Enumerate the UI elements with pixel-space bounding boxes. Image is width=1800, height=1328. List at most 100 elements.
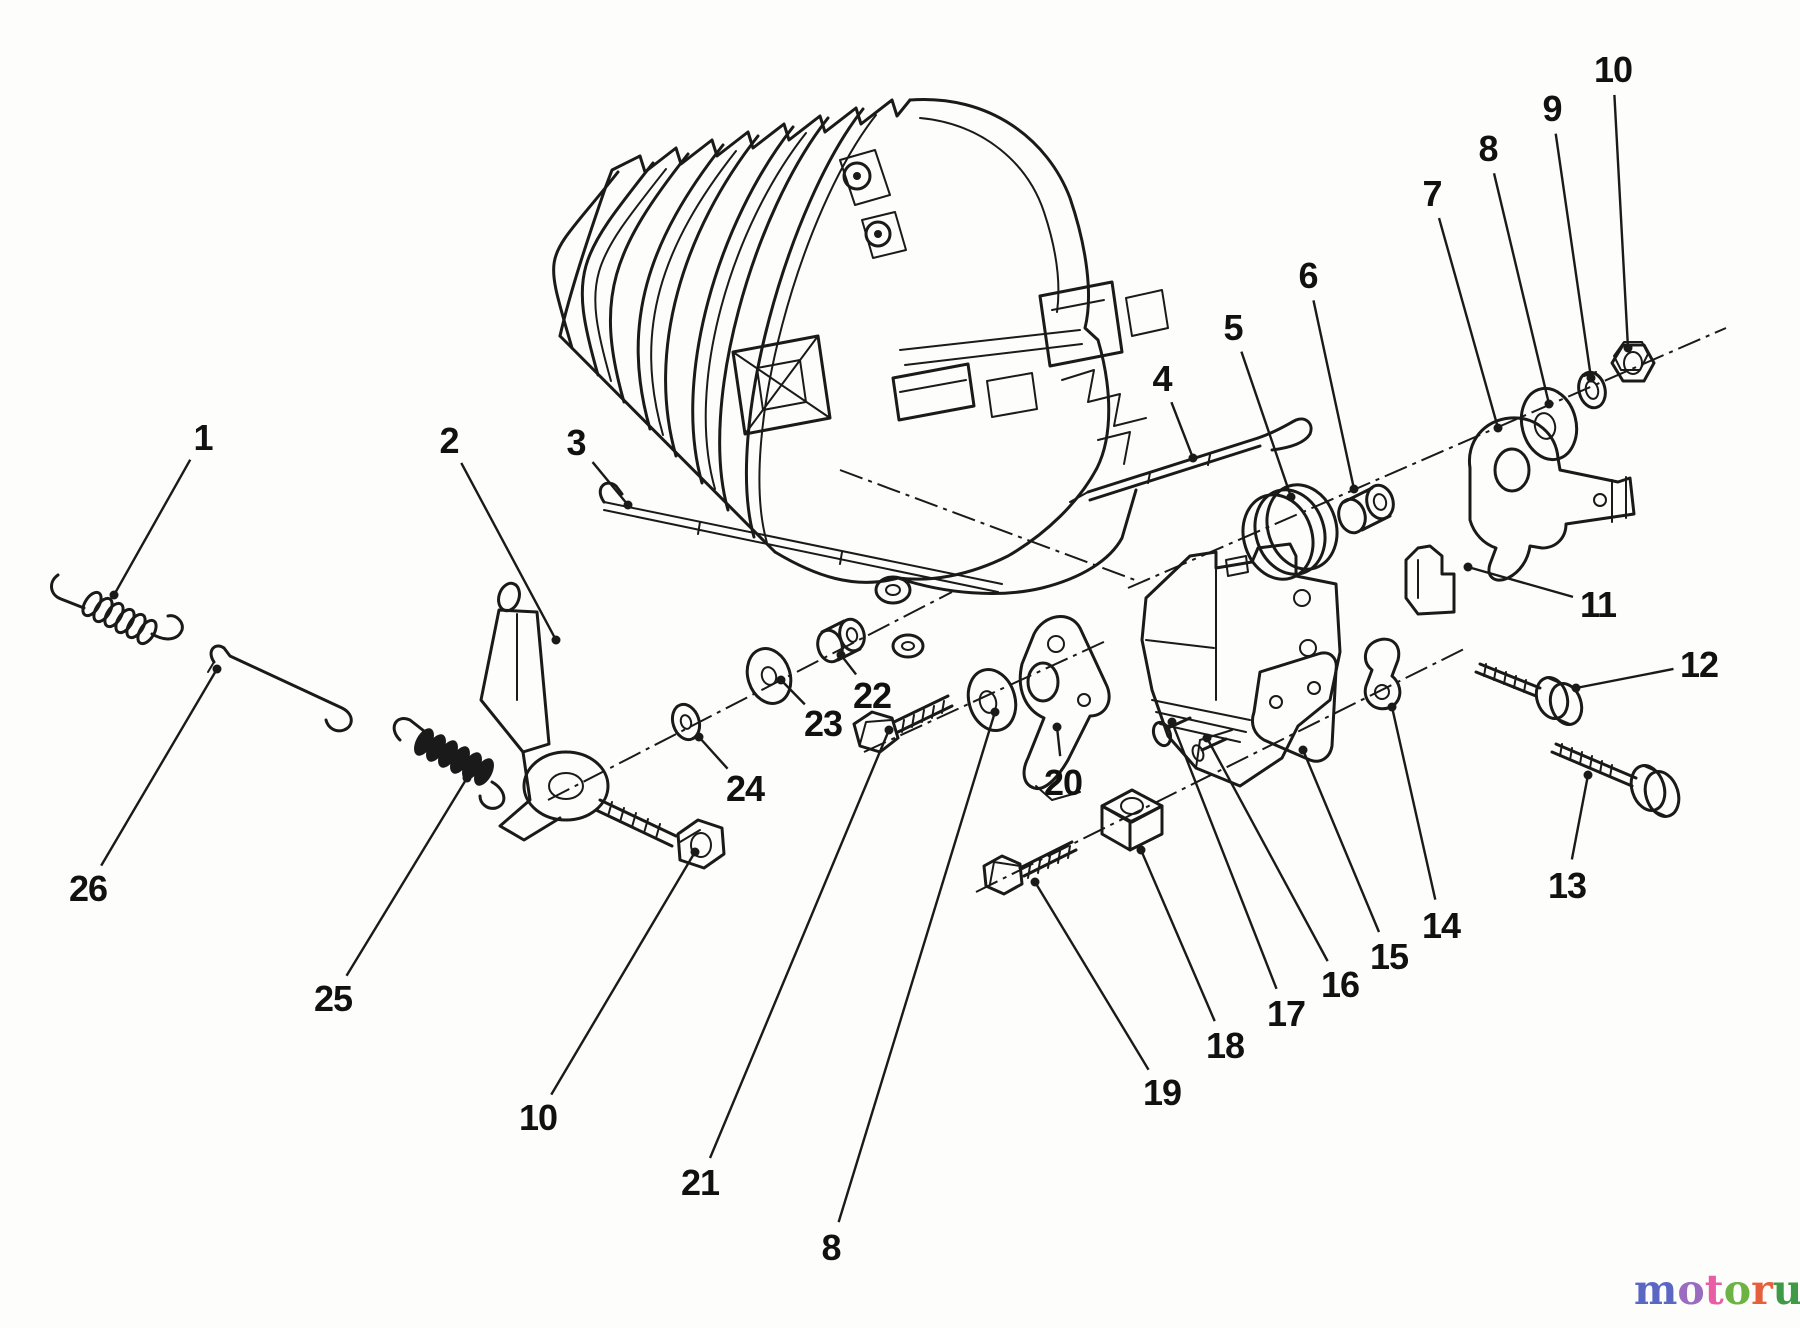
part-label-3: 3 bbox=[566, 422, 585, 463]
leader-dot-15 bbox=[1298, 745, 1308, 755]
leader-line-8 bbox=[1492, 173, 1551, 405]
part-bellcrank-20 bbox=[1018, 615, 1111, 801]
engine-block bbox=[552, 97, 1169, 659]
part-label-24: 24 bbox=[726, 768, 765, 809]
leader-dot-5 bbox=[1286, 492, 1296, 502]
leader-line-10 bbox=[1613, 94, 1630, 349]
leader-dot-13 bbox=[1583, 770, 1593, 780]
leader-line-21 bbox=[708, 729, 891, 1159]
part-bolt-13 bbox=[1550, 742, 1681, 818]
part-plate-15 bbox=[1151, 651, 1338, 763]
watermark-letter: r bbox=[1751, 1266, 1773, 1314]
leader-dot-19 bbox=[1030, 877, 1040, 887]
engine-shroud bbox=[896, 97, 1138, 595]
part-label-19: 19 bbox=[1143, 1072, 1181, 1113]
leader-line-3 bbox=[591, 461, 629, 506]
leader-line-14 bbox=[1390, 706, 1437, 900]
leader-line-6 bbox=[1312, 300, 1356, 490]
head-bolt-bosses bbox=[839, 149, 907, 259]
watermark-letter: t bbox=[1704, 1266, 1724, 1314]
part-label-10: 10 bbox=[1594, 49, 1632, 90]
part-square-nut-18 bbox=[1100, 788, 1164, 852]
part-bracket-7 bbox=[1467, 416, 1636, 582]
part-extension-spring-1 bbox=[50, 573, 184, 646]
leader-dot-24 bbox=[694, 732, 704, 742]
leader-line-25 bbox=[345, 777, 469, 977]
leader-dot-12 bbox=[1571, 683, 1581, 693]
leader-dot-10b bbox=[690, 847, 700, 857]
leader-dot-25 bbox=[462, 773, 472, 783]
governor-bracket bbox=[1140, 542, 1342, 788]
watermark-brand-text: motoruf bbox=[1634, 1266, 1800, 1314]
part-bushing-6 bbox=[1337, 483, 1395, 535]
part-screw-16 bbox=[1191, 737, 1228, 762]
leader-dot-18 bbox=[1136, 845, 1146, 855]
part-label-25: 25 bbox=[314, 978, 353, 1019]
carburetor-flange bbox=[731, 334, 832, 436]
leader-line-2 bbox=[460, 462, 558, 641]
part-lock-nut-10b bbox=[676, 818, 726, 870]
leader-dot-14 bbox=[1387, 702, 1397, 712]
part-bracket-11 bbox=[1404, 544, 1456, 616]
part-extension-spring-25 bbox=[392, 717, 506, 810]
leader-line-13 bbox=[1570, 774, 1590, 860]
leader-line-4 bbox=[1170, 401, 1195, 459]
part-label-10b: 10 bbox=[519, 1097, 557, 1138]
axis-centerlines bbox=[547, 327, 1727, 893]
leader-dot-7 bbox=[1493, 423, 1503, 433]
leader-line-1 bbox=[112, 459, 192, 596]
part-washer-23 bbox=[745, 647, 793, 705]
leader-line-15 bbox=[1301, 749, 1381, 933]
leader-line-26 bbox=[100, 668, 219, 867]
part-label-8: 8 bbox=[1478, 128, 1497, 169]
part-governor-wire-26 bbox=[207, 644, 353, 733]
watermark-letter: u bbox=[1772, 1266, 1800, 1314]
watermark-letter: o bbox=[1677, 1266, 1705, 1314]
part-label-23: 23 bbox=[804, 703, 842, 744]
part-clip-14 bbox=[1363, 637, 1402, 711]
part-label-8b: 8 bbox=[821, 1227, 840, 1268]
leader-line-8b bbox=[837, 711, 997, 1223]
leader-dot-22 bbox=[836, 650, 846, 660]
part-label-13: 13 bbox=[1548, 865, 1586, 906]
part-label-17: 17 bbox=[1267, 993, 1305, 1034]
part-washer-24 bbox=[670, 702, 702, 742]
part-label-18: 18 bbox=[1206, 1025, 1244, 1066]
leader-dot-9 bbox=[1586, 373, 1596, 383]
leader-line-10b bbox=[550, 851, 697, 1096]
part-governor-ring-5 bbox=[1241, 483, 1339, 581]
part-label-5: 5 bbox=[1223, 307, 1243, 348]
leader-line-16 bbox=[1205, 737, 1329, 962]
part-throttle-link-3 bbox=[598, 481, 1003, 593]
leader-dot-11 bbox=[1463, 562, 1473, 572]
leader-dot-10 bbox=[1623, 343, 1633, 353]
part-label-11: 11 bbox=[1580, 584, 1617, 625]
leader-line-23 bbox=[780, 679, 806, 706]
part-label-15: 15 bbox=[1370, 936, 1409, 977]
leader-line-5 bbox=[1240, 351, 1293, 498]
leader-line-19 bbox=[1033, 881, 1150, 1071]
governor-shaft-bosses bbox=[839, 469, 1136, 659]
part-label-21: 21 bbox=[681, 1162, 720, 1203]
cooling-fins bbox=[552, 98, 912, 584]
breather-box bbox=[1038, 280, 1169, 465]
part-label-26: 26 bbox=[69, 868, 107, 909]
motoruf-watermark-logo: motoruf”.de bbox=[1634, 1266, 1800, 1314]
watermark-letter: m bbox=[1634, 1266, 1678, 1314]
part-label-6: 6 bbox=[1298, 255, 1317, 296]
leader-line-12 bbox=[1575, 667, 1674, 690]
leader-line-20 bbox=[1055, 726, 1062, 757]
leader-line-24 bbox=[698, 736, 729, 770]
part-governor-rod-4 bbox=[1069, 417, 1313, 503]
part-label-2: 2 bbox=[439, 420, 458, 461]
leader-dot-2 bbox=[551, 635, 561, 645]
part-bolt-12 bbox=[1474, 662, 1584, 727]
leader-dot-6 bbox=[1349, 484, 1359, 494]
part-label-1: 1 bbox=[193, 417, 213, 458]
part-label-22: 22 bbox=[853, 675, 891, 716]
part-governor-lever-2 bbox=[479, 581, 678, 848]
leader-dot-26 bbox=[212, 664, 222, 674]
